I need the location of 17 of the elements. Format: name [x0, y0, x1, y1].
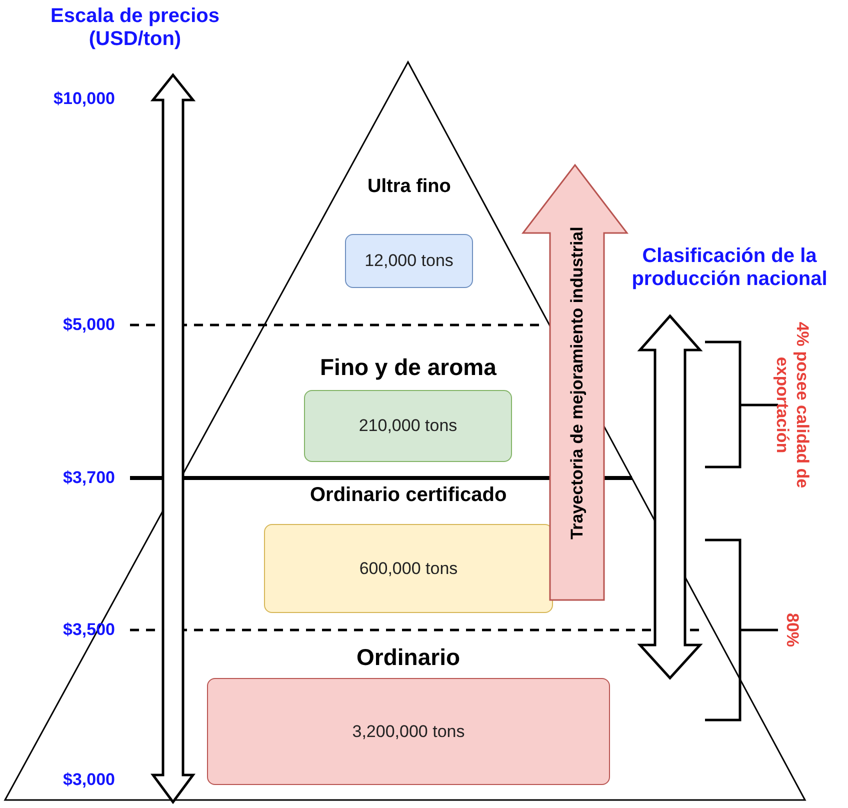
price-label: $10,000	[52, 89, 115, 109]
volume-box: 12,000 tons	[345, 234, 473, 288]
price-label: $3,700	[62, 468, 115, 488]
volume-box: 210,000 tons	[304, 390, 512, 462]
tier-heading: Ordinario certificado	[310, 484, 507, 507]
volume-box: 600,000 tons	[264, 524, 553, 613]
tier-heading: Ordinario	[356, 644, 460, 671]
price-label: $5,000	[62, 315, 115, 335]
price-scale-title: Escala de precios (USD/ton)	[50, 5, 220, 51]
price-label: $3,000	[62, 770, 115, 790]
tier-heading: Ultra fino	[368, 176, 451, 198]
export-share-label: 4% posee calidad de exportación	[772, 320, 812, 490]
volume-box: 3,200,000 tons	[207, 678, 610, 785]
classification-title: Clasificación de la producción nacional	[630, 245, 828, 291]
share-label: 80%	[782, 612, 802, 650]
tier-heading: Fino y de aroma	[320, 354, 496, 381]
arrow-label: Trayectoria de mejoramiento industrial	[566, 226, 587, 540]
